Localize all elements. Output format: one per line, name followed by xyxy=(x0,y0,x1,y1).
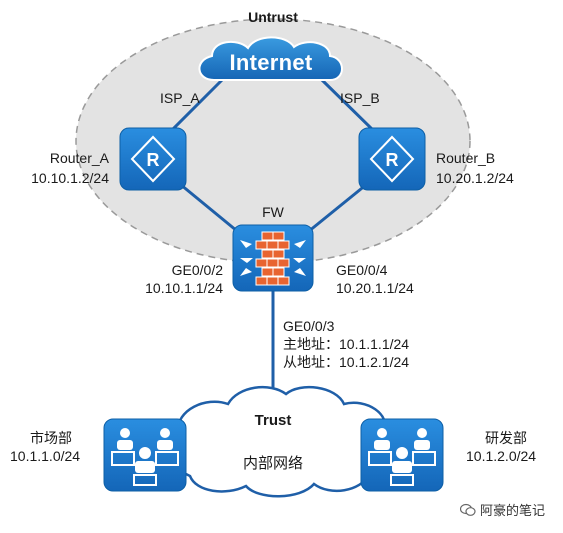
untrust-zone-label: Untrust xyxy=(248,9,298,25)
firewall-device[interactable] xyxy=(232,224,314,292)
watermark: 阿豪的笔记 xyxy=(459,500,545,519)
firewall-name: FW xyxy=(262,204,284,220)
router-b-name: Router_B xyxy=(436,150,496,166)
dept-market-subnet: 10.1.1.0/24 xyxy=(10,448,81,464)
watermark-text: 阿豪的笔记 xyxy=(479,503,545,518)
fw-ge003-primary: 主地址：10.1.1.1/24 xyxy=(283,336,410,352)
link-isp-b xyxy=(320,78,377,134)
dept-market-name: 市场部 xyxy=(30,430,72,446)
fw-ge004-ip: 10.20.1.1/24 xyxy=(336,280,414,296)
dept-rnd-icon[interactable] xyxy=(360,418,444,492)
router-a-device[interactable]: R xyxy=(119,127,187,191)
svg-text:R: R xyxy=(147,150,160,170)
router-b-device[interactable]: R xyxy=(358,127,426,191)
link-isp-a xyxy=(168,78,224,134)
internet-label: Internet xyxy=(229,50,313,75)
fw-ge003-port: GE0/0/3 xyxy=(283,318,335,334)
dept-rnd-subnet: 10.1.2.0/24 xyxy=(466,448,537,464)
isp-a-label: ISP_A xyxy=(160,90,200,106)
router-a-ip: 10.10.1.2/24 xyxy=(31,170,109,186)
dept-market-icon[interactable] xyxy=(103,418,187,492)
dept-rnd-name: 研发部 xyxy=(485,430,527,446)
trust-cloud xyxy=(155,386,397,498)
wechat-icon xyxy=(459,503,476,516)
internal-network-label: 内部网络 xyxy=(242,455,304,472)
fw-ge002-port: GE0/0/2 xyxy=(171,262,223,278)
isp-b-label: ISP_B xyxy=(340,90,380,106)
fw-ge003-secondary: 从地址：10.1.2.1/24 xyxy=(283,354,410,370)
router-b-ip: 10.20.1.2/24 xyxy=(436,170,514,186)
svg-text:R: R xyxy=(386,150,399,170)
internet-cloud xyxy=(198,36,343,81)
router-a-name: Router_A xyxy=(49,150,109,166)
trust-zone-label: Trust xyxy=(254,412,292,429)
fw-ge002-ip: 10.10.1.1/24 xyxy=(145,280,223,296)
fw-ge004-port: GE0/0/4 xyxy=(336,262,388,278)
